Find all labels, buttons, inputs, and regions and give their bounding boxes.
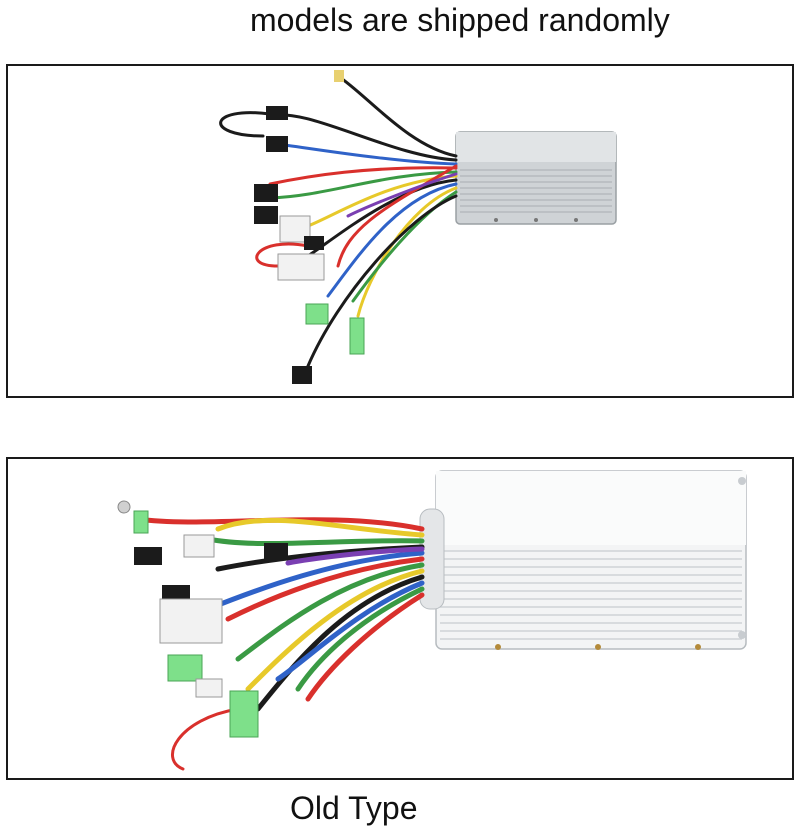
bottom-product-frame xyxy=(6,457,794,780)
bottom-connectors xyxy=(117,500,288,738)
top-product-frame xyxy=(6,64,794,398)
bottom-controller-housing xyxy=(419,470,747,650)
bottom-caption: Old Type xyxy=(0,785,800,831)
top-connectors xyxy=(254,70,365,384)
bottom-wire-bundle xyxy=(135,516,425,771)
top-controller-image xyxy=(219,70,617,384)
top-caption-text: models are shipped randomly xyxy=(250,2,670,38)
bottom-caption-text: Old Type xyxy=(290,790,418,826)
bottom-controller-image xyxy=(117,470,747,771)
top-caption: models are shipped randomly xyxy=(0,0,800,48)
top-controller-housing xyxy=(455,131,617,225)
